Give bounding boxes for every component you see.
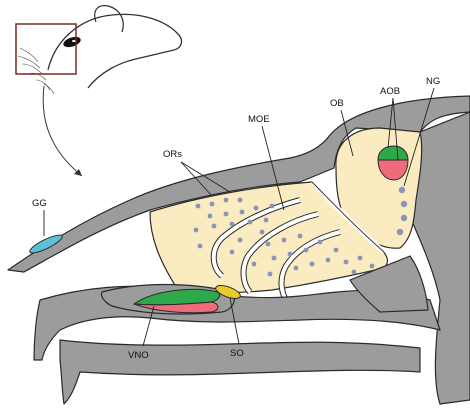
receptor-dot	[252, 262, 257, 267]
receptor-dot	[210, 202, 215, 207]
receptor-dot	[212, 224, 217, 229]
receptor-dot	[266, 242, 271, 247]
receptor-dot	[194, 228, 199, 233]
receptor-dot	[318, 240, 323, 245]
bulb-receptor-dot	[397, 229, 403, 235]
receptor-dot	[270, 204, 275, 209]
receptor-dot	[224, 198, 229, 203]
label-ors: ORs	[163, 149, 182, 160]
receptor-dot	[196, 204, 201, 209]
nose-region-box	[16, 24, 76, 74]
receptor-dot	[260, 230, 265, 235]
receptor-dot	[268, 272, 273, 277]
label-ob: OB	[330, 98, 344, 109]
receptor-dot	[358, 256, 363, 261]
receptor-dot	[248, 220, 253, 225]
receptor-dot	[352, 270, 357, 275]
receptor-dot	[326, 258, 331, 263]
label-gg: GG	[32, 198, 47, 209]
label-so: SO	[230, 348, 244, 359]
label-ng: NG	[426, 76, 440, 87]
bulb-receptor-dot	[401, 215, 407, 221]
receptor-dot	[272, 256, 277, 261]
receptor-dot	[282, 238, 287, 243]
receptor-dot	[240, 210, 245, 215]
label-moe: MOE	[248, 114, 270, 125]
receptor-dot	[370, 264, 375, 269]
receptor-dot	[334, 248, 339, 253]
mouse-ear-icon	[95, 6, 123, 32]
label-aob: AOB	[380, 86, 400, 97]
bulb-receptor-dot	[401, 201, 407, 207]
receptor-dot	[294, 266, 299, 271]
bulb-receptor-dot	[399, 187, 405, 193]
receptor-dot	[254, 206, 259, 211]
receptor-dot	[304, 248, 309, 253]
receptor-dot	[230, 250, 235, 255]
receptor-dot	[310, 262, 315, 267]
receptor-dot	[238, 198, 243, 203]
receptor-dot	[230, 222, 235, 227]
receptor-dot	[238, 238, 243, 243]
receptor-dot	[224, 212, 229, 217]
receptor-dot	[198, 244, 203, 249]
receptor-dot	[288, 252, 293, 257]
receptor-dot	[298, 234, 303, 239]
receptor-dot	[208, 214, 213, 219]
mouse-head-icon	[48, 14, 181, 88]
zoom-arrow	[43, 86, 82, 176]
receptor-dot	[344, 260, 349, 265]
label-vno: VNO	[128, 350, 149, 361]
receptor-dot	[264, 218, 269, 223]
whiskers-icon	[18, 48, 54, 94]
mouse-head-inset	[16, 6, 181, 176]
